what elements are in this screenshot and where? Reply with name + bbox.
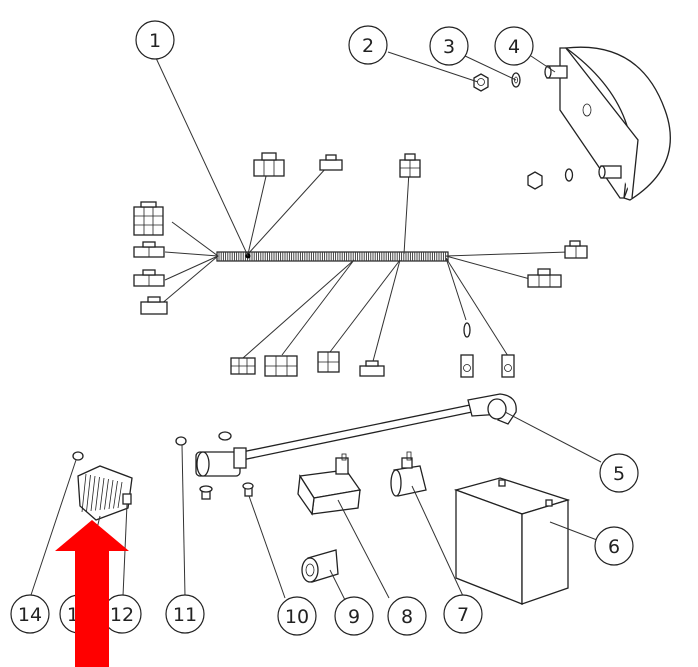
- callout-9: 9: [334, 596, 374, 636]
- callout-4: 4: [494, 26, 534, 66]
- connector-bottom-4: [359, 360, 385, 377]
- callout-number: 5: [613, 463, 625, 485]
- connector-left-3: [133, 269, 165, 287]
- harness-branch-wires: [159, 166, 569, 366]
- callout-number: 10: [285, 606, 309, 628]
- connector-right-1: [564, 240, 588, 259]
- callout-number: 14: [18, 604, 42, 626]
- ring-terminal-2: [501, 354, 515, 378]
- callout-number: 1: [149, 30, 161, 52]
- callout-number: 3: [443, 36, 455, 58]
- red-highlight-arrow: [55, 520, 129, 667]
- connector-right-2: [527, 268, 562, 288]
- connector-bottom-1: [230, 357, 256, 375]
- battery-part-6: [453, 477, 571, 605]
- connector-top-1: [253, 152, 285, 177]
- connector-top-3: [399, 153, 421, 178]
- callout-number: 8: [401, 606, 413, 628]
- callout-number: 9: [348, 606, 360, 628]
- ring-terminal-1: [460, 322, 474, 378]
- rear-housing-part-4: [527, 46, 671, 201]
- callout-5: 5: [599, 453, 639, 493]
- relay-part-8: [297, 453, 362, 516]
- callout-11: 11: [165, 594, 205, 634]
- connector-left-2: [133, 241, 165, 258]
- callout-number: 11: [173, 604, 197, 626]
- callout-14: 14: [10, 594, 50, 634]
- connector-12-pin: [133, 201, 164, 236]
- callout-6: 6: [594, 526, 634, 566]
- connector-left-4: [140, 296, 168, 315]
- callout-number: 6: [608, 536, 620, 558]
- callout-1: 1: [135, 20, 175, 60]
- harness-loom: [216, 251, 449, 262]
- callout-number: 2: [362, 35, 374, 57]
- callout-12: 12: [102, 594, 142, 634]
- callout-number: 12: [110, 604, 134, 626]
- callout-2: 2: [348, 25, 388, 65]
- connector-bottom-2: [264, 355, 298, 377]
- callout-8: 8: [387, 596, 427, 636]
- relay-part-7: [390, 451, 427, 497]
- callout-7: 7: [443, 594, 483, 634]
- ignition-coil-part-5: [175, 393, 517, 500]
- callout-10: 10: [277, 596, 317, 636]
- connector-top-2: [319, 154, 343, 171]
- wiring-harness: [133, 152, 588, 378]
- callout-number: 4: [508, 36, 520, 58]
- callout-3: 3: [429, 26, 469, 66]
- connector-bottom-3: [317, 351, 340, 373]
- socket-part-9: [301, 549, 339, 583]
- regulator-part-13: [72, 451, 133, 521]
- nut-part-2: [473, 73, 489, 92]
- callout-number: 7: [457, 604, 469, 626]
